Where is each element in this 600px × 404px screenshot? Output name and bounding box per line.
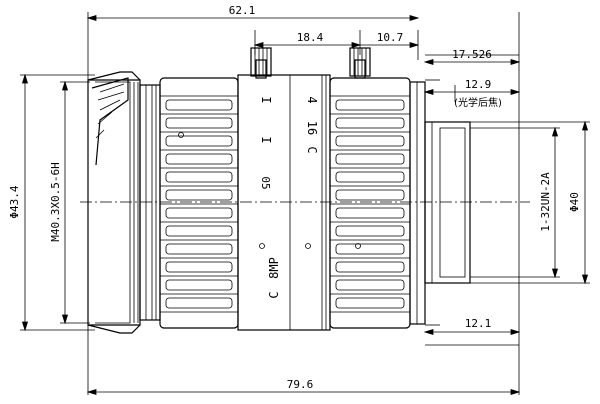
dim-flange-back-note: (光学后焦) bbox=[454, 96, 502, 109]
iris-number-top: 4 bbox=[305, 96, 319, 103]
focus-scale-mark-mid: I bbox=[259, 136, 273, 143]
dimension-lines bbox=[21, 14, 589, 396]
scale-dot-b bbox=[305, 243, 311, 249]
focus-scale-mark-top: I bbox=[259, 96, 273, 103]
extension-lines bbox=[20, 12, 590, 395]
dim-lower-ring-span: 10.7 bbox=[377, 31, 404, 44]
scale-dot-a bbox=[259, 243, 265, 249]
lens-front-cap bbox=[87, 71, 141, 334]
c-mount-thread bbox=[424, 121, 471, 284]
dim-mount-thread: 1-32UN-2A bbox=[539, 172, 552, 232]
iris-number-mid: 16 bbox=[305, 121, 319, 135]
focus-ring bbox=[159, 77, 239, 329]
model-mount-letter: C bbox=[267, 291, 281, 298]
middle-scale-band bbox=[237, 74, 331, 331]
iris-lock-screw bbox=[349, 47, 371, 79]
dim-flange-back: 12.9 bbox=[465, 78, 492, 91]
model-resolution: 8MP bbox=[267, 257, 281, 279]
iris-letter: C bbox=[305, 146, 319, 153]
dim-left-diameter: Φ43.4 bbox=[8, 185, 21, 218]
dim-front-thread: M40.3X0.5-6H bbox=[49, 162, 62, 241]
dim-overall-bottom: 79.6 bbox=[287, 378, 314, 391]
iris-ring-marker-dot bbox=[355, 243, 361, 249]
lens-front-barrel bbox=[139, 84, 161, 321]
dim-overall-top: 62.1 bbox=[229, 4, 256, 17]
focus-lock-screw bbox=[250, 47, 272, 79]
focus-ring-marker-dot bbox=[178, 132, 184, 138]
focus-scale-number: 05 bbox=[259, 176, 272, 189]
rear-collar bbox=[409, 81, 426, 325]
dim-upper-ring-span: 18.4 bbox=[297, 31, 324, 44]
iris-ring bbox=[329, 77, 411, 329]
dim-mount-length: 12.1 bbox=[465, 317, 492, 330]
dim-back-protrusion: 17.526 bbox=[452, 48, 492, 61]
dim-right-diameter: Φ40 bbox=[568, 192, 581, 212]
